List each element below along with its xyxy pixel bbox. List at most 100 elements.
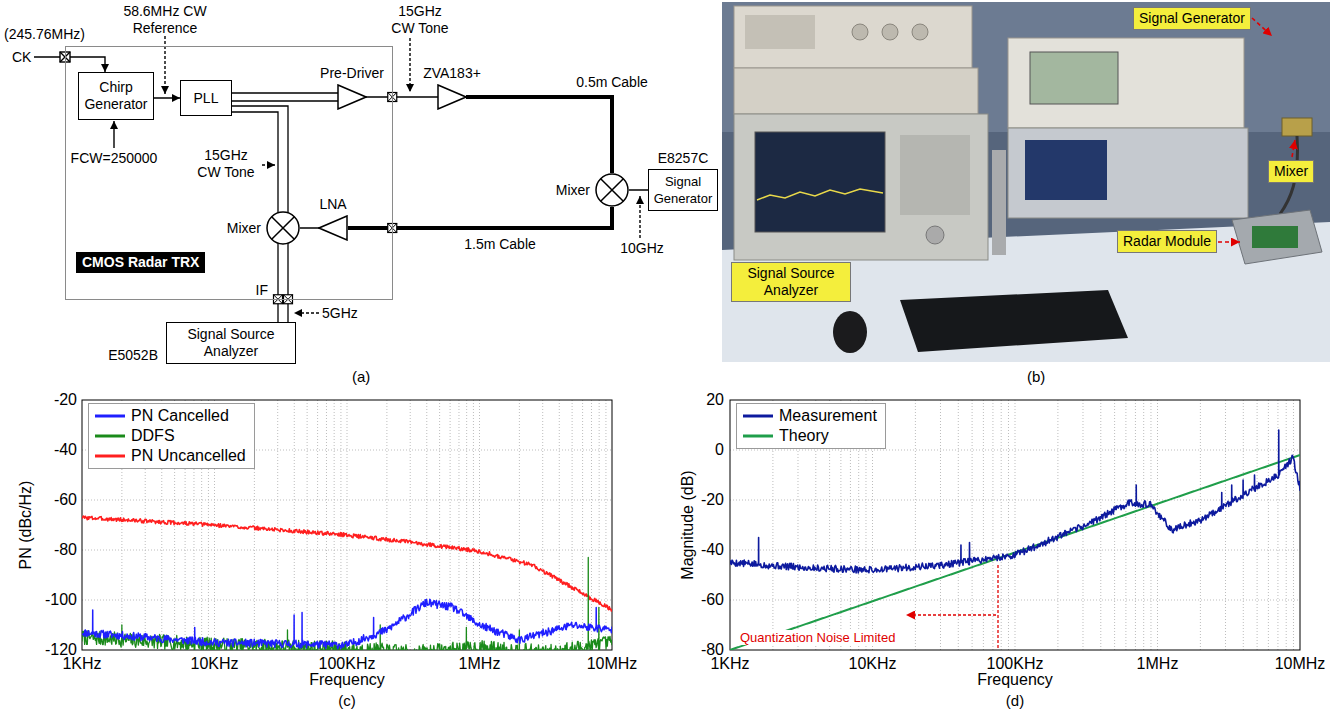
annotation: 0.5m Cable <box>576 74 648 91</box>
rx-mixer: Mixer <box>227 211 300 245</box>
grid-line <box>386 400 387 650</box>
instrument-model: E8257C <box>658 150 709 167</box>
mixer-device <box>1282 118 1312 136</box>
grid-line <box>1143 400 1144 650</box>
grid-line <box>1057 400 1058 650</box>
tick-label: -60 <box>701 592 724 608</box>
grid-line <box>1286 400 1287 650</box>
photo-pointers <box>1218 18 1295 242</box>
mixer-label: Mixer <box>227 220 261 237</box>
legend-box: MeasurementTheory <box>736 403 886 449</box>
legend-sample <box>93 451 127 461</box>
lab-photo <box>722 2 1330 362</box>
annotation: CK <box>12 49 31 66</box>
module-title: CMOS Radar TRX <box>76 252 205 273</box>
analyzer-knob <box>926 226 944 244</box>
grid-line <box>1157 400 1158 650</box>
grid-line <box>559 400 560 650</box>
grid-line <box>1293 400 1294 650</box>
legend-entry: DDFS <box>93 426 246 446</box>
external-mixer: Mixer <box>556 173 629 207</box>
tick-label: 10MHz <box>587 656 638 672</box>
data-curve <box>82 558 612 651</box>
tick-label: -40 <box>701 542 724 558</box>
grid-line <box>1150 400 1151 650</box>
tick-label: 100KHz <box>987 656 1044 672</box>
grid-line <box>572 400 573 650</box>
grid-line <box>1268 400 1269 650</box>
grid-line <box>958 400 959 650</box>
data-curve <box>82 599 612 648</box>
legend-sample <box>93 431 127 441</box>
panel-tag: (b) <box>1027 368 1045 385</box>
spectrum-analyzer-screen <box>1025 140 1107 200</box>
axis-title: Frequency <box>977 672 1053 688</box>
grid-line <box>1125 400 1126 650</box>
grid-line <box>307 400 308 650</box>
legend-box: PN CancelledDDFSPN Uncancelled <box>88 403 255 469</box>
grid-line <box>940 400 941 650</box>
legend-sample <box>741 431 775 441</box>
data-curve <box>730 430 1300 573</box>
tick-label: 1KHz <box>710 656 749 672</box>
connector-line <box>232 100 338 101</box>
photo-callout-text: Signal Source Analyzer <box>737 265 845 299</box>
grid-line <box>294 400 295 650</box>
dashed-threshold <box>997 565 998 650</box>
quantization-marker <box>906 565 998 650</box>
photo-callout-text: Signal Generator <box>1139 10 1245 27</box>
annotation: 58.6MHz CW Reference <box>122 3 208 37</box>
tick-label: 1MHz <box>1137 656 1179 672</box>
grid-line <box>972 400 973 650</box>
dashed-pointer <box>262 164 275 165</box>
spectrum-analyzer-case <box>1008 128 1248 218</box>
annotation: IF <box>256 282 268 299</box>
grid-line <box>730 500 1300 501</box>
grid-line <box>277 400 278 650</box>
lna-amplifier: LNA <box>318 196 348 241</box>
tick-label: 20 <box>706 392 724 408</box>
tick-label: -20 <box>701 492 724 508</box>
mixer-symbol <box>595 173 629 207</box>
annotation: 15GHz CW Tone <box>193 147 259 181</box>
photo-callout-box: Mixer <box>1268 160 1314 183</box>
annotation: 1.5m Cable <box>464 236 536 253</box>
axis-title: PN (dBc/Hz) <box>17 481 35 570</box>
photo-background <box>722 2 1330 362</box>
legend-text: Measurement <box>779 406 877 426</box>
panel-tag: (a) <box>352 368 370 385</box>
tick-label: 0 <box>715 442 724 458</box>
axis-title: Frequency <box>309 672 385 688</box>
mouse <box>833 311 867 353</box>
instrument-name: Signal Generator <box>651 173 715 207</box>
tick-label: 10KHz <box>848 656 896 672</box>
arrowhead <box>172 94 180 102</box>
tick-label: 100KHz <box>319 656 376 672</box>
grid-line <box>1114 400 1115 650</box>
grid-line <box>730 550 1300 551</box>
tick-label: -80 <box>54 542 77 558</box>
grid-line <box>340 400 341 650</box>
amplifier-symbol <box>318 215 348 241</box>
amplifier-triangle <box>438 85 466 109</box>
grid-line <box>326 400 327 650</box>
grid-line <box>82 550 612 551</box>
signal-source-analyzer-instrument: E5052BSignal Source Analyzer <box>108 322 296 364</box>
connector <box>278 243 288 322</box>
tick-label: -40 <box>54 442 77 458</box>
connector <box>466 97 612 173</box>
grid-line <box>519 400 520 650</box>
grid-line <box>410 400 411 650</box>
annotation: 5GHz <box>322 305 358 322</box>
legend-line <box>95 415 125 418</box>
photo-callout-text: Radar Module <box>1123 233 1211 250</box>
pll-block: PLL <box>180 80 232 116</box>
grid-line <box>82 600 612 601</box>
connector-line <box>232 92 338 93</box>
legend-entry: PN Cancelled <box>93 406 246 426</box>
legend-entry: Measurement <box>741 406 877 426</box>
instrument-box: Signal Source Analyzer <box>166 322 296 364</box>
tick-label: -100 <box>45 592 77 608</box>
legend-text: PN Cancelled <box>131 406 229 426</box>
